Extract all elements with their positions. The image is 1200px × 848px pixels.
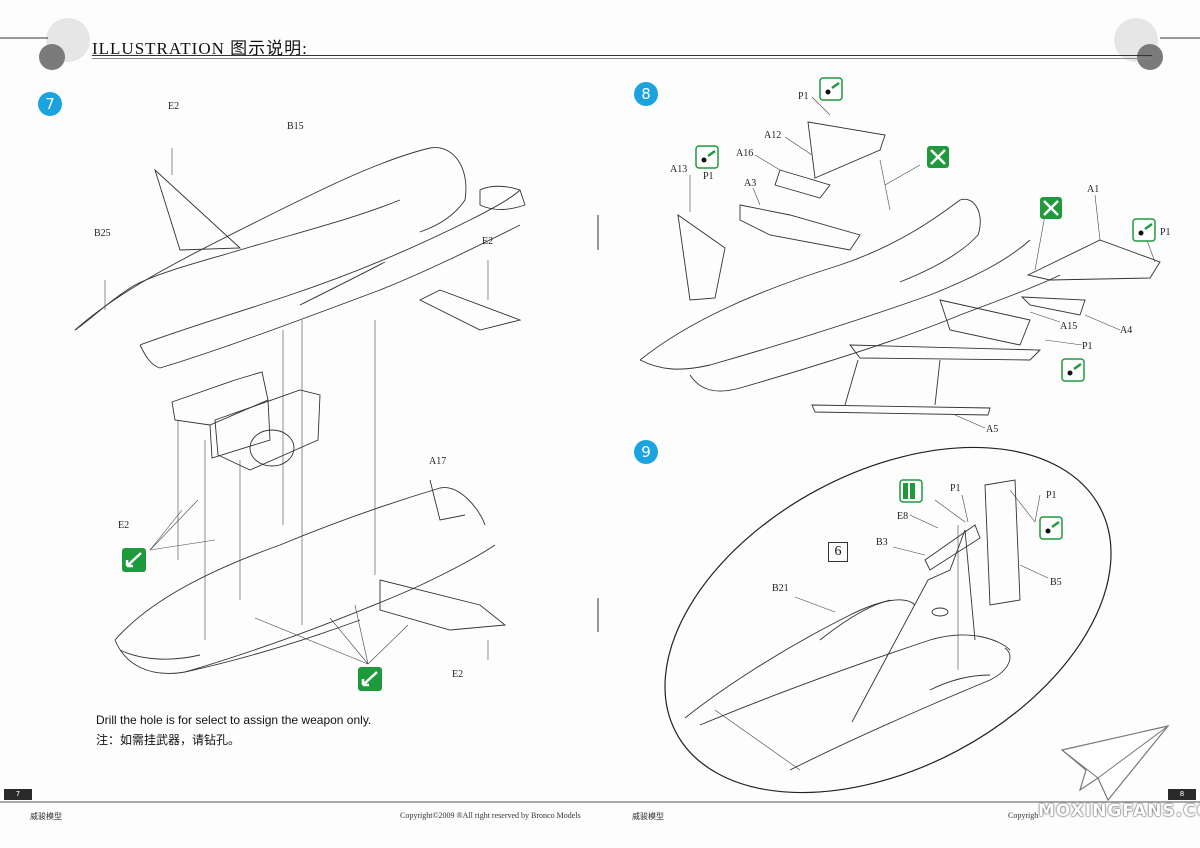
header-rule-secondary: [92, 58, 1152, 59]
decal-reference-box: 6: [828, 542, 848, 562]
vertical-fin: [851, 529, 976, 723]
copyright-notice-cut: Copyrigh: [1008, 811, 1039, 820]
cut-icon: [1040, 197, 1062, 219]
callout-label: E2: [482, 236, 494, 247]
header-circle-left-dark: [39, 44, 65, 70]
brand-right: 威骏模型: [632, 812, 664, 821]
rudder-b5: [984, 479, 1021, 606]
callout-label: A5: [986, 424, 999, 435]
callout-label: A3: [744, 178, 757, 189]
sand-icon: [1132, 218, 1156, 242]
callout-label: B21: [772, 583, 789, 594]
callout-label: P1: [1046, 490, 1057, 501]
detail-ellipse: [664, 446, 1112, 794]
callout-label: A16: [736, 148, 754, 159]
callout-label: A4: [1120, 325, 1133, 336]
fuselage-outline: [639, 198, 981, 361]
callout-label: B25: [94, 228, 111, 239]
fin-fairing: [684, 599, 916, 719]
cut-icon: [927, 146, 949, 168]
callout-label: A17: [429, 456, 447, 467]
callout-label: E2: [168, 101, 180, 112]
callout-label: A12: [764, 130, 782, 141]
flap-a12: [807, 121, 886, 179]
callout-label: P1: [1160, 227, 1171, 238]
vertical-stabilizer: [677, 214, 726, 301]
callout-label: B5: [1050, 577, 1062, 588]
intake-duct-right: [214, 389, 321, 471]
lower-fuselage-outline: [114, 487, 486, 641]
callout-label: A1: [1087, 184, 1100, 195]
drill-icon: [358, 667, 382, 691]
callout-label: A15: [1060, 321, 1078, 332]
brand-left: 威骏模型: [30, 812, 62, 821]
part-a5: [811, 404, 991, 416]
watermark-text: MOXINGFANS.COM: [1038, 801, 1200, 821]
sand-icon: [819, 77, 843, 101]
page-title: ILLUSTRATION 图示说明:: [92, 39, 308, 58]
callout-label: P1: [1082, 341, 1093, 352]
header-circle-right-dark: [1137, 44, 1163, 70]
upper-fuselage-outline: [74, 147, 467, 331]
sand-icon: [1039, 516, 1063, 540]
note-chinese: 注：如需挂武器，请钻孔。: [96, 733, 241, 747]
page-number-left: 7: [4, 789, 32, 800]
callout-label: A13: [670, 164, 688, 175]
step-7-badge: 7: [38, 92, 62, 116]
callout-label: P1: [703, 171, 714, 182]
page-number-right: 8: [1168, 789, 1196, 800]
callout-label: B15: [287, 121, 304, 132]
step-9-badge: 9: [634, 440, 658, 464]
callout-label: P1: [950, 483, 961, 494]
callout-label: B3: [876, 537, 888, 548]
sand-icon: [1061, 358, 1085, 382]
callout-label: E8: [897, 511, 909, 522]
drill-icon: [122, 548, 146, 572]
sand-icon: [695, 145, 719, 169]
decal-icon: [899, 479, 923, 503]
copyright-notice: Copyright©2009 ®All right reserved by Br…: [400, 811, 581, 820]
callout-label: P1: [798, 91, 809, 102]
wing-a1: [1026, 239, 1161, 281]
callout-label: E2: [452, 669, 464, 680]
callout-label: E2: [118, 520, 130, 531]
header-rule: [92, 55, 1152, 56]
step-8-badge: 8: [634, 82, 658, 106]
note-english: Drill the hole is for select to assign t…: [96, 713, 372, 727]
